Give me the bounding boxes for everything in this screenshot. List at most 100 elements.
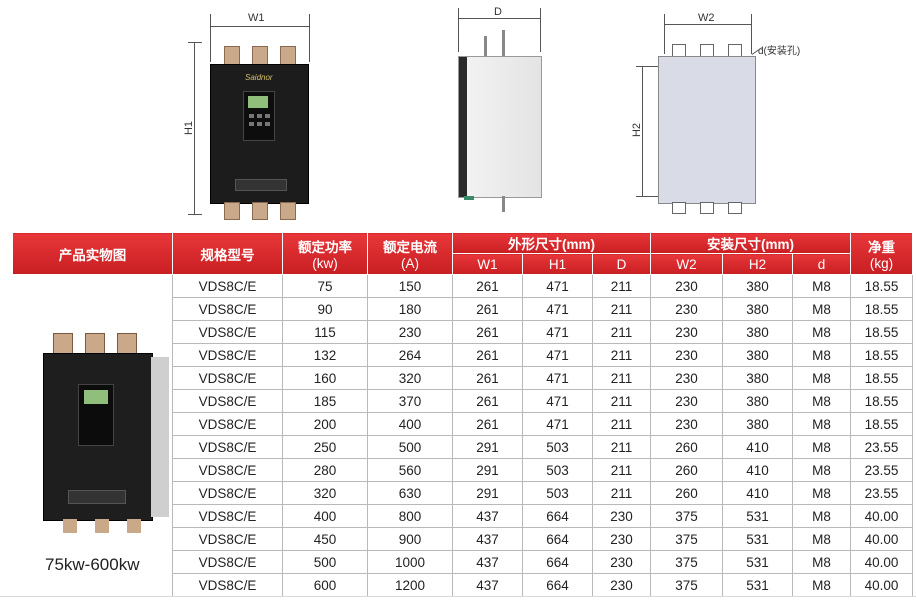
cell-w1: 437: [452, 573, 523, 597]
header-h1: H1: [522, 253, 593, 275]
cell-model: VDS8C/E: [172, 527, 283, 551]
header-power: 额定功率(kw): [282, 232, 368, 275]
cell-model: VDS8C/E: [172, 573, 283, 597]
cell-h2: 531: [722, 550, 794, 574]
cell-model: VDS8C/E: [172, 297, 283, 321]
cell-w2: 230: [650, 389, 724, 413]
cell-hole: M8: [792, 320, 852, 344]
cell-w1: 437: [452, 527, 523, 551]
header-w2: W2: [650, 253, 724, 275]
cell-hole: M8: [792, 504, 852, 528]
cell-h2: 531: [722, 573, 794, 597]
cell-power: 280: [282, 458, 368, 482]
d-dimension-label: D: [494, 6, 502, 18]
cell-w2: 375: [650, 527, 724, 551]
cell-hole: M8: [792, 458, 852, 482]
cell-power: 115: [282, 320, 368, 344]
cell-current: 560: [367, 458, 453, 482]
cell-model: VDS8C/E: [172, 343, 283, 367]
cell-w2: 375: [650, 573, 724, 597]
header-photo: 产品实物图: [12, 232, 173, 275]
cell-power: 160: [282, 366, 368, 390]
cell-d: 211: [591, 343, 652, 367]
cell-h2: 531: [722, 527, 794, 551]
cell-current: 630: [367, 481, 453, 505]
cell-model: VDS8C/E: [172, 458, 283, 482]
cell-w1: 261: [452, 343, 523, 367]
header-h2: H2: [722, 253, 794, 275]
header-mount-dimensions: 安装尺寸(mm): [650, 232, 852, 254]
cell-h2: 410: [722, 435, 794, 459]
cell-weight: 40.00: [850, 550, 914, 574]
cell-current: 150: [367, 274, 453, 298]
cell-d: 211: [591, 274, 652, 298]
cell-h1: 471: [522, 297, 593, 321]
cell-w1: 437: [452, 550, 523, 574]
cell-w1: 261: [452, 412, 523, 436]
cell-current: 230: [367, 320, 453, 344]
cell-power: 500: [282, 550, 368, 574]
cell-h1: 471: [522, 320, 593, 344]
cell-weight: 18.55: [850, 343, 914, 367]
cell-d: 211: [591, 366, 652, 390]
cell-d: 211: [591, 481, 652, 505]
cell-w1: 261: [452, 366, 523, 390]
cell-hole: M8: [792, 274, 852, 298]
product-range-caption: 75kw-600kw: [45, 554, 140, 574]
cell-h1: 471: [522, 274, 593, 298]
cell-model: VDS8C/E: [172, 389, 283, 413]
bottom-divider: [0, 596, 916, 597]
cell-h1: 664: [522, 527, 593, 551]
cell-h1: 503: [522, 481, 593, 505]
cell-w2: 230: [650, 274, 724, 298]
cell-model: VDS8C/E: [172, 412, 283, 436]
cell-power: 200: [282, 412, 368, 436]
cell-d: 211: [591, 412, 652, 436]
spec-table: 产品实物图 规格型号 额定功率(kw) 额定电流(A) 外形尺寸(mm) 安装尺…: [12, 232, 914, 597]
cell-model: VDS8C/E: [172, 504, 283, 528]
hole-label: d(安装孔): [758, 46, 801, 57]
cell-h1: 503: [522, 458, 593, 482]
cell-w1: 291: [452, 481, 523, 505]
cell-current: 320: [367, 366, 453, 390]
cell-power: 90: [282, 297, 368, 321]
side-device-body: [458, 56, 542, 198]
cell-w1: 437: [452, 504, 523, 528]
cell-power: 250: [282, 435, 368, 459]
w1-dimension-label: W1: [248, 12, 265, 24]
brand-logo: Saidnor: [245, 73, 273, 82]
cell-power: 400: [282, 504, 368, 528]
cell-w2: 375: [650, 550, 724, 574]
cell-w1: 261: [452, 320, 523, 344]
cell-w2: 260: [650, 435, 724, 459]
cell-h1: 664: [522, 573, 593, 597]
cell-current: 180: [367, 297, 453, 321]
cell-h2: 380: [722, 389, 794, 413]
cell-hole: M8: [792, 389, 852, 413]
product-photo: [13, 325, 173, 555]
cell-w2: 260: [650, 458, 724, 482]
cell-hole: M8: [792, 527, 852, 551]
cell-hole: M8: [792, 435, 852, 459]
cell-current: 1200: [367, 573, 453, 597]
cell-d: 211: [591, 435, 652, 459]
h1-dimension-label: H1: [183, 120, 196, 136]
cell-d: 211: [591, 297, 652, 321]
cell-hole: M8: [792, 343, 852, 367]
cell-power: 450: [282, 527, 368, 551]
front-device-body: Saidnor: [210, 64, 309, 204]
cell-weight: 23.55: [850, 435, 914, 459]
cell-weight: 23.55: [850, 458, 914, 482]
cell-current: 264: [367, 343, 453, 367]
header-weight: 净重(kg): [850, 232, 914, 275]
cell-weight: 18.55: [850, 389, 914, 413]
cell-h2: 531: [722, 504, 794, 528]
cell-d: 230: [591, 527, 652, 551]
cell-w2: 260: [650, 481, 724, 505]
header-outer-dimensions: 外形尺寸(mm): [451, 232, 652, 254]
cell-model: VDS8C/E: [172, 481, 283, 505]
cell-weight: 40.00: [850, 527, 914, 551]
